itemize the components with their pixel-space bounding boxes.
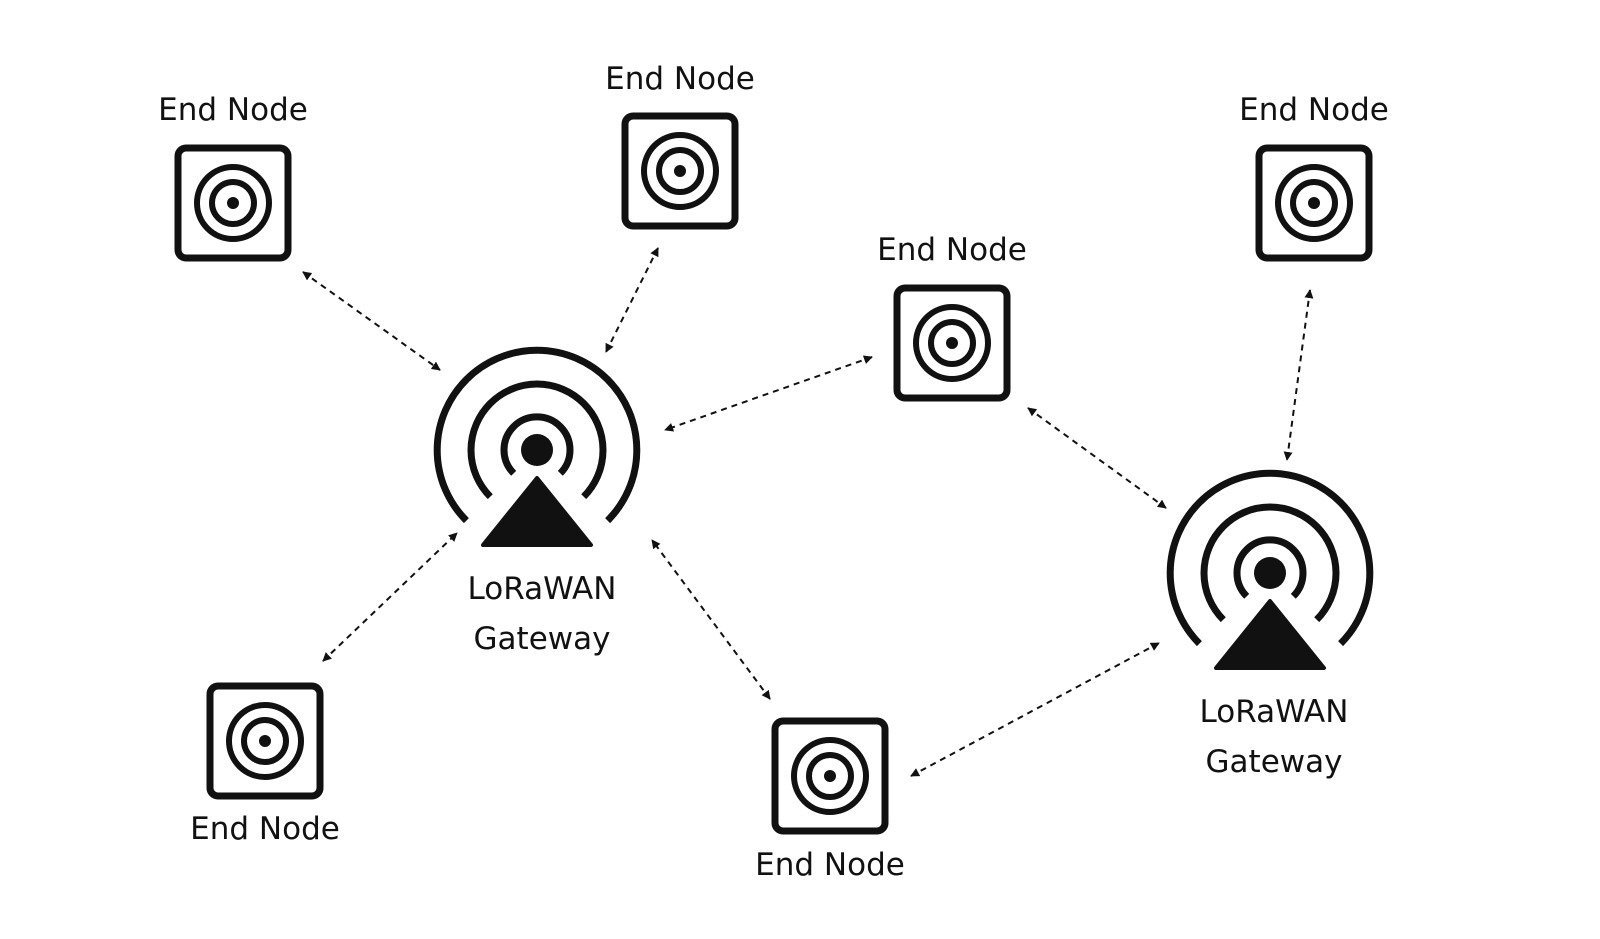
- gateway-label-line2: Gateway: [1205, 744, 1343, 780]
- end-node-label: End Node: [1239, 92, 1389, 128]
- link-node2-gateway1: [605, 247, 659, 353]
- end-node-label: End Node: [755, 847, 905, 883]
- end-node-label: End Node: [158, 92, 308, 128]
- gateway-2: [1166, 469, 1374, 670]
- target-icon: [1255, 144, 1373, 262]
- end-node-5: [206, 682, 324, 800]
- link-node5-gateway1: [322, 532, 458, 662]
- target-icon: [621, 112, 739, 230]
- link-node1-gateway1: [302, 271, 441, 371]
- end-node-label: End Node: [877, 232, 1027, 268]
- gateway-label-line1: LoRaWAN: [1199, 694, 1349, 730]
- radio-tower-icon: [433, 346, 641, 547]
- radio-tower-icon: [1166, 469, 1374, 670]
- link-node6-gateway1: [651, 539, 771, 700]
- end-node-6: [771, 717, 889, 835]
- target-icon: [771, 717, 889, 835]
- gateway-label: LoRaWAN Gateway: [1200, 687, 1349, 787]
- end-node-3: [893, 284, 1011, 402]
- link-node3-gateway2: [1027, 407, 1167, 509]
- target-icon: [893, 284, 1011, 402]
- gateway-label-line2: Gateway: [473, 621, 611, 657]
- link-node3-gateway1: [664, 355, 873, 432]
- target-icon: [206, 682, 324, 800]
- target-icon: [174, 144, 292, 262]
- gateway-label-line1: LoRaWAN: [467, 571, 617, 607]
- gateway-label: LoRaWAN Gateway: [468, 564, 617, 664]
- gateway-1: [433, 346, 641, 547]
- end-node-4: [1255, 144, 1373, 262]
- end-node-label: End Node: [190, 811, 340, 847]
- end-node-2: [621, 112, 739, 230]
- link-node4-gateway2: [1283, 289, 1314, 461]
- link-node6-gateway2: [910, 642, 1160, 777]
- end-node-1: [174, 144, 292, 262]
- end-node-label: End Node: [605, 61, 755, 97]
